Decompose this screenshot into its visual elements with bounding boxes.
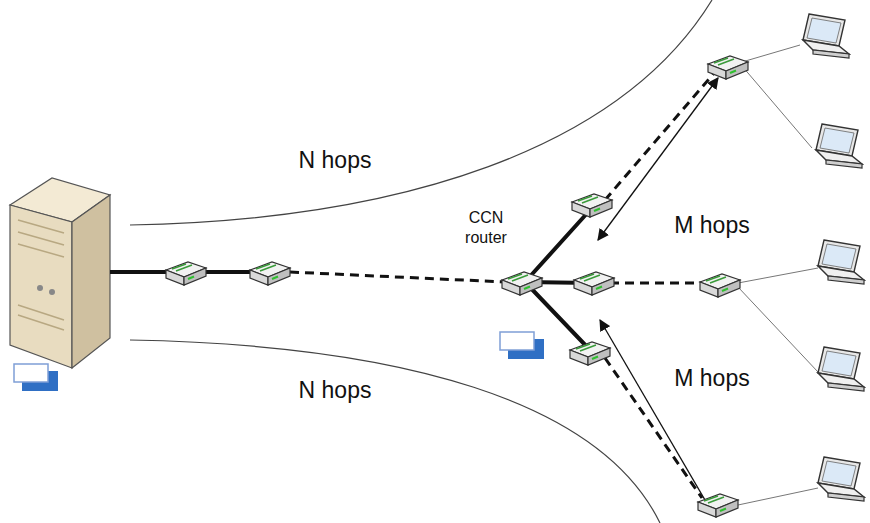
laptop	[816, 124, 862, 168]
laptop	[803, 14, 849, 58]
hop-label: M hops	[674, 365, 749, 392]
router	[574, 272, 614, 295]
hop-arrow	[600, 320, 712, 512]
laptop	[818, 240, 864, 284]
router	[572, 194, 612, 217]
hop-label: N hops	[299, 377, 372, 404]
content-icon	[500, 332, 544, 359]
router	[250, 262, 290, 285]
router-label: CCN router	[456, 208, 516, 248]
boundary-curve	[130, 340, 660, 523]
hop-label: M hops	[674, 212, 749, 239]
router	[570, 342, 610, 365]
hop-label: N hops	[299, 147, 372, 174]
laptop	[818, 457, 864, 501]
boundary-curve	[130, 0, 712, 225]
router	[708, 56, 748, 79]
laptop	[818, 347, 864, 391]
links	[110, 45, 818, 505]
router	[166, 262, 206, 285]
ccn-router	[502, 272, 542, 295]
server	[10, 178, 110, 368]
content-icon	[14, 364, 58, 391]
router	[698, 494, 738, 517]
router	[700, 274, 740, 297]
